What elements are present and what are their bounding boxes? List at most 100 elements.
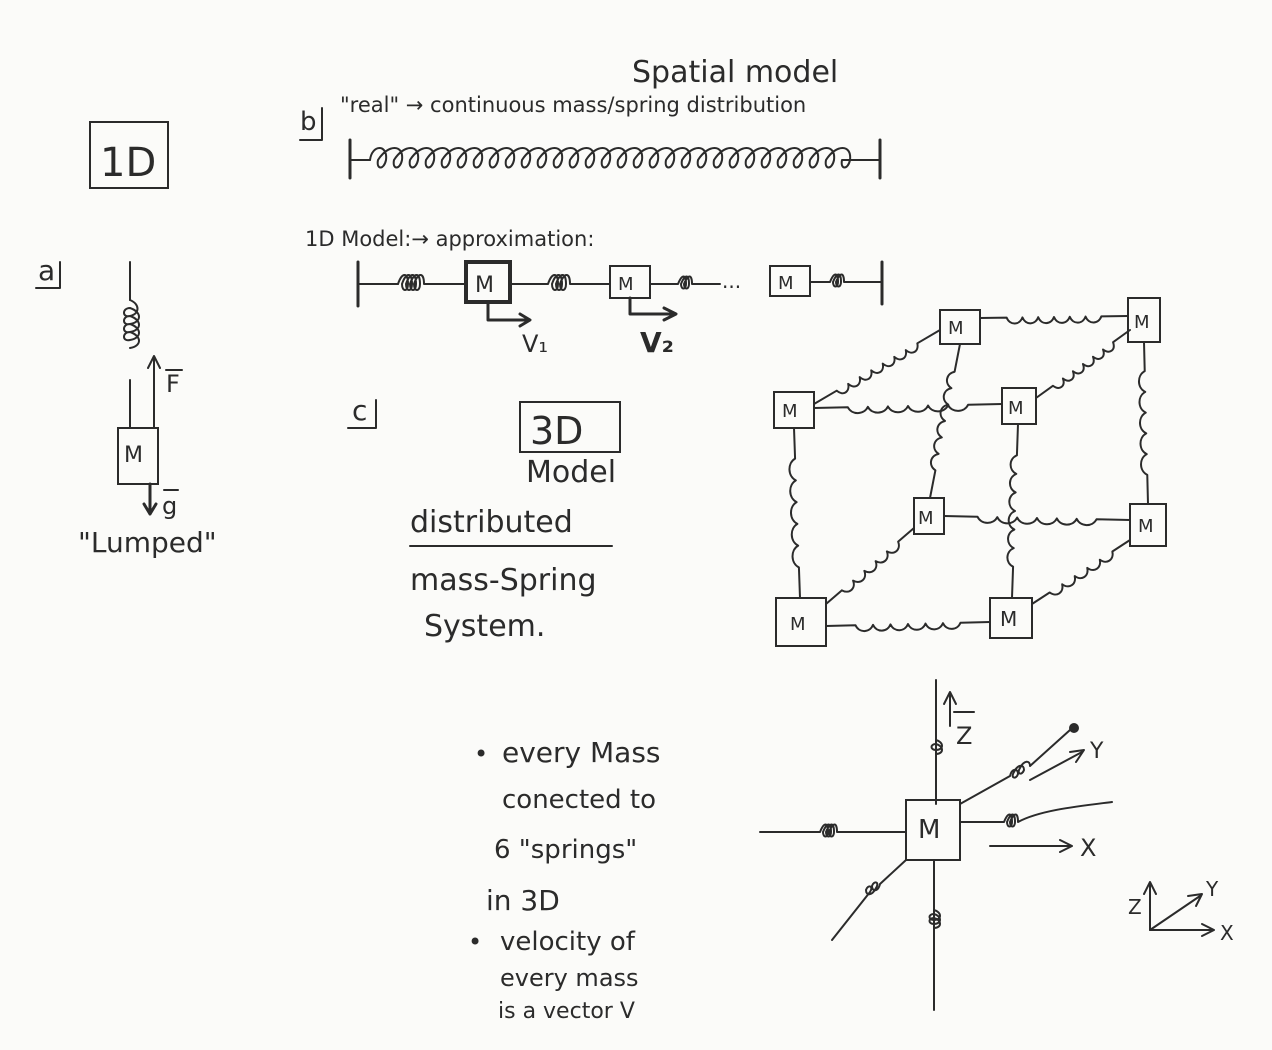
spatial-model-title: Spatial model [632, 55, 838, 90]
section-c-bracket [347, 399, 377, 429]
z-arrow [943, 691, 957, 727]
gravity-arrow [142, 482, 158, 516]
gravity-label: g [162, 492, 177, 520]
chain-mass-2-label: M [618, 274, 634, 295]
detail-spring-diag-up [959, 729, 1071, 805]
cube-mass-bottom-front-left [775, 597, 827, 647]
y-arrow [1029, 749, 1085, 781]
legend-x-label: X [1220, 921, 1234, 945]
note-line-4: in 3D [486, 884, 560, 917]
velocity-arrow-2 [628, 296, 678, 322]
legend-z-label: Z [1128, 895, 1142, 919]
cube-mass-label: M [948, 318, 964, 339]
chain-mass-3-label: M [778, 273, 794, 294]
cube-mass-top-front-left [773, 391, 815, 429]
lumped-caption: "Lumped" [78, 526, 217, 559]
distributed-word: distributed [410, 505, 573, 540]
lumped-mass-box [117, 427, 159, 485]
note-line-2: conected to [502, 785, 656, 815]
system-word: System. [424, 609, 545, 644]
detail-spring-diag-down [831, 859, 907, 941]
axes-detail: Z M X Y [759, 679, 1113, 1011]
note-line-1: every Mass [502, 736, 661, 769]
cube-spring [929, 343, 961, 499]
cube-mass-label: M [1008, 398, 1024, 419]
lumped-mass-label: M [124, 443, 143, 468]
cube-mass-label: M [918, 508, 934, 529]
cube-lattice: M M M M M M M M [773, 297, 1167, 647]
note-line-7: is a vector V [498, 999, 635, 1024]
section-c-label: c [352, 394, 367, 427]
detail-point [1069, 723, 1079, 733]
chain-dots: ... [722, 269, 741, 293]
cube-spring [1031, 539, 1131, 605]
cube-mass-label: M [1138, 516, 1154, 537]
note-line-6: every mass [500, 964, 639, 992]
three-d-box [519, 401, 621, 453]
section-b-label: b [300, 107, 317, 137]
legend-y-arrow [1149, 893, 1203, 931]
y-label: Y [1089, 739, 1104, 764]
bullet-2: • [468, 928, 482, 956]
cube-mass-bottom-front-right [989, 597, 1033, 639]
cube-spring [1035, 329, 1131, 399]
one-d-box [89, 121, 169, 189]
notes-block: • every Mass conected to 6 "springs" in … [468, 736, 661, 1024]
legend-z-arrow [1143, 881, 1157, 931]
v1-label: V₁ [522, 330, 548, 358]
chain-mass-1-label: M [475, 273, 494, 298]
continuous-spring-coil [369, 147, 861, 169]
cube-mass-bottom-back-left [913, 497, 945, 535]
cube-spring [813, 329, 941, 405]
cube-mass-top-back-left [939, 309, 981, 345]
cube-spring [825, 527, 915, 605]
force-arrow [147, 355, 161, 429]
detail-spring-down [928, 909, 941, 929]
cube-spring [943, 515, 1131, 527]
lumped-spring-coil [123, 299, 140, 349]
cube-mass-label: M [1000, 607, 1017, 631]
chain-spring-3 [649, 275, 721, 290]
cube-spring [1006, 423, 1019, 599]
one-d-model-text: 1D Model:→ approximation: [305, 227, 594, 251]
cube-spring [825, 621, 991, 633]
cube-mass-label: M [790, 614, 806, 635]
chain-spring-4 [809, 273, 883, 288]
detail-spring-left [759, 823, 907, 838]
velocity-arrow-1 [486, 300, 532, 328]
detail-spring-up [930, 739, 943, 755]
section-a-bracket [35, 261, 61, 289]
z-label: Z [956, 722, 972, 750]
cube-spring [813, 403, 1003, 415]
cube-mass-label: M [1134, 312, 1150, 333]
x-label: X [1080, 834, 1096, 862]
model-word: Model [526, 455, 616, 490]
chain-spring-1 [397, 274, 467, 291]
x-arrow [989, 839, 1073, 853]
v2-label: V₂ [640, 326, 674, 359]
axes-legend: Z Y X [1128, 877, 1234, 945]
mass-spring-word: mass-Spring [410, 563, 597, 598]
cube-mass-bottom-back-right [1129, 503, 1167, 547]
legend-y-label: Y [1205, 877, 1219, 901]
three-d-label: 3D [530, 409, 583, 453]
detail-spring-right [959, 801, 1113, 828]
cube-mass-label: M [782, 401, 798, 422]
cube-mass-top-back-right [1127, 297, 1161, 343]
real-continuous-text: "real" → continuous mass/spring distribu… [340, 93, 806, 117]
cube-spring [1137, 341, 1149, 505]
cube-spring [979, 315, 1129, 325]
section-b-bracket [299, 107, 323, 141]
force-label: F [166, 370, 180, 398]
note-line-5: velocity of [500, 927, 636, 957]
section-a-label: a [38, 254, 55, 287]
chain-spring-2 [509, 274, 611, 291]
bullet-1: • [474, 740, 488, 768]
note-line-3: 6 "springs" [494, 835, 637, 865]
legend-x-arrow [1149, 923, 1215, 937]
cube-mass-top-front-right [1001, 387, 1037, 425]
detail-mass-label: M [918, 815, 940, 845]
cube-spring [788, 427, 801, 599]
